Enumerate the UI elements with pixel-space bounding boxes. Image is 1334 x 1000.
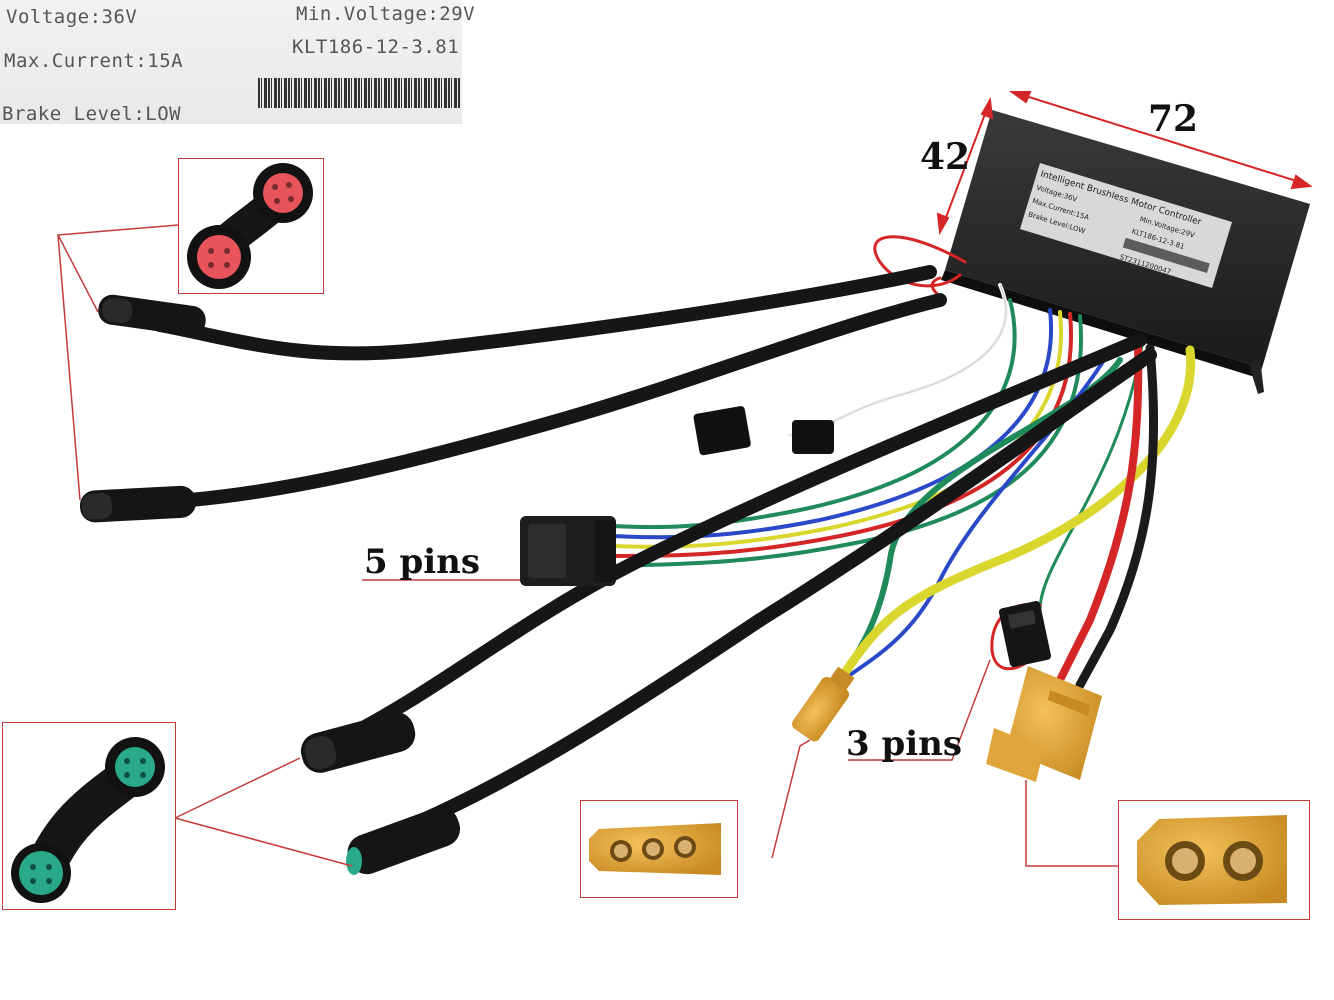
dimension-width-label: 72 [1148, 98, 1199, 140]
three-pin-connector [998, 601, 1052, 667]
three-pins-label: 3 pins [846, 724, 963, 764]
inset-xt60-connector [1118, 800, 1310, 920]
xt60-connector [986, 666, 1102, 782]
inset-teal-connector [2, 722, 176, 910]
bullet-connector-upper-1 [98, 294, 206, 336]
five-pins-label: 5 pins [364, 542, 481, 582]
bullet-connector-lower-1 [300, 712, 416, 773]
label-model: KLT186-12-3.81 [292, 36, 460, 58]
inset-xt30-connector [580, 800, 738, 898]
dimension-height-label: 42 [920, 136, 971, 178]
barcode-icon [258, 78, 460, 108]
dimension-arrows [936, 91, 1313, 236]
motor-controller-box: Intelligent Brushless Motor Controller V… [941, 110, 1310, 394]
label-voltage: Voltage:36V [6, 6, 138, 28]
xt30-connector [792, 666, 855, 742]
five-pin-connector [520, 516, 616, 586]
label-brake-level: Brake Level:LOW [2, 103, 182, 125]
label-max-current: Max.Current:15A [4, 50, 184, 72]
controller-label-photo: Voltage:36V Max.Current:15A Brake Level:… [0, 0, 475, 125]
bullet-connector-upper-2 [79, 485, 196, 523]
annotation-lines [56, 224, 1118, 867]
label-min-voltage: Min.Voltage:29V [296, 3, 476, 25]
brake-plug-connector [693, 406, 834, 456]
black-cables [153, 265, 1157, 837]
bullet-connector-lower-2 [346, 807, 461, 875]
inset-pink-connector [178, 158, 324, 294]
